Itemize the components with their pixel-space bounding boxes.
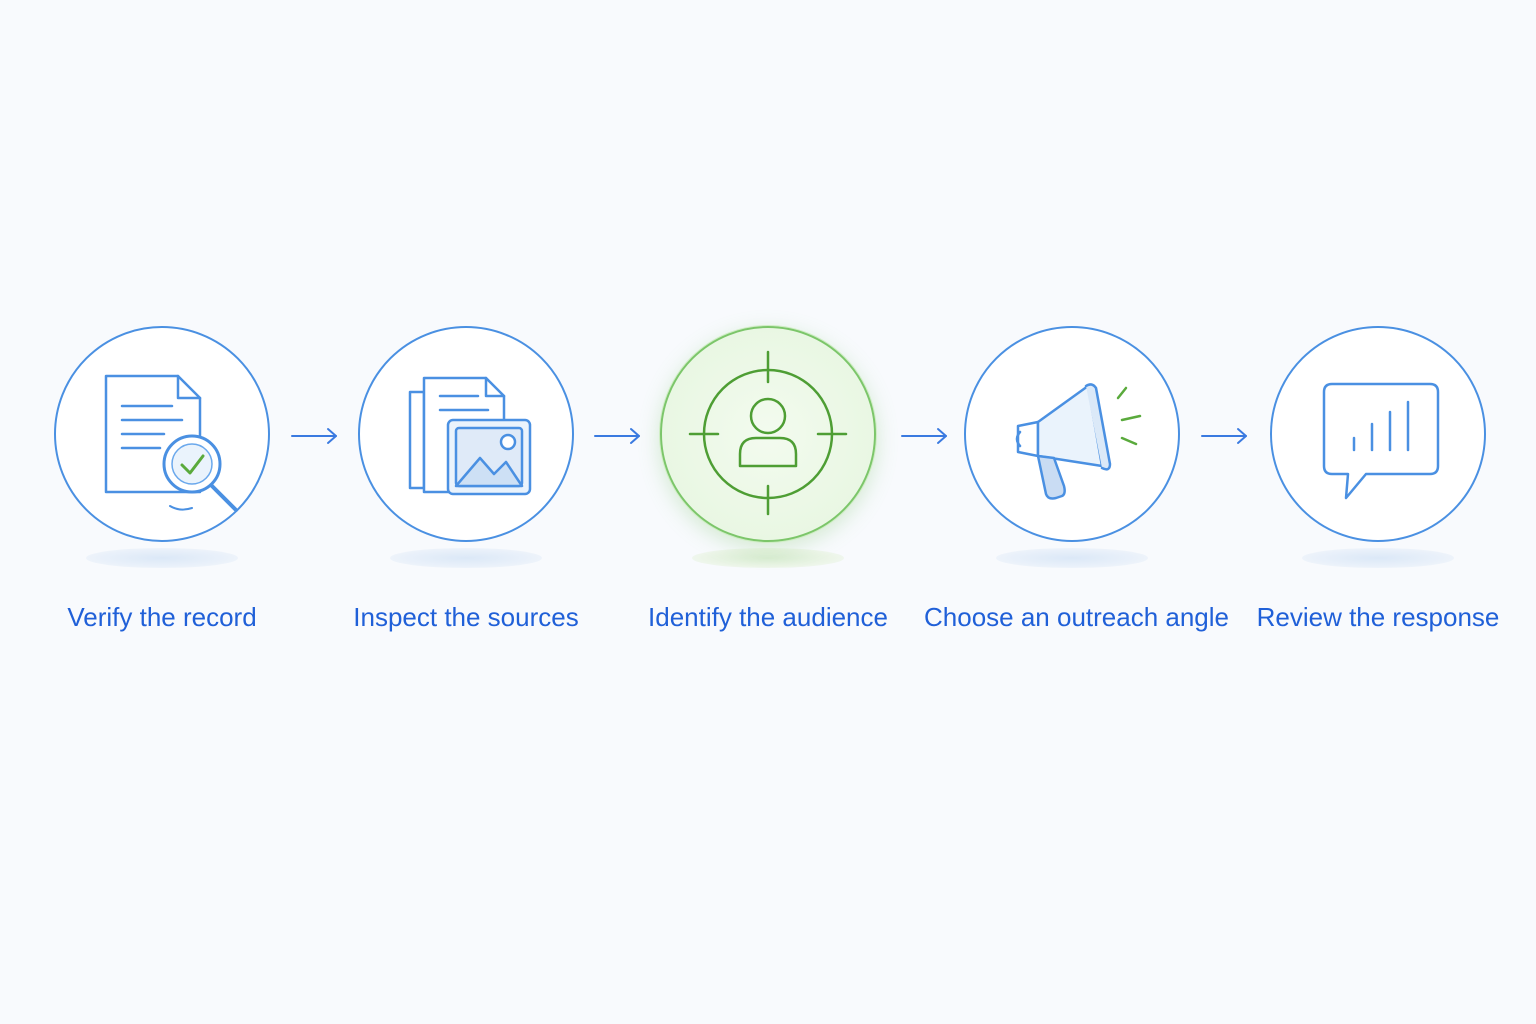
- document-search-check-icon: [104, 374, 238, 512]
- step-shadow: [692, 548, 844, 568]
- step-verify-record: Verify the record: [54, 326, 274, 656]
- target-person-icon: [688, 350, 848, 516]
- chat-bar-chart-icon: [1322, 382, 1440, 500]
- step-label: Identify the audience: [648, 602, 888, 632]
- step-label: Verify the record: [67, 602, 257, 632]
- megaphone-icon: [1015, 383, 1142, 500]
- arrow-right-icon: [594, 428, 640, 444]
- arrow-right-icon: [1201, 428, 1247, 444]
- arrow-right-icon: [291, 428, 337, 444]
- arrow-right-icon: [901, 428, 947, 444]
- step-shadow: [996, 548, 1148, 568]
- step-shadow: [86, 548, 238, 568]
- step-label: Choose an outreach angle: [924, 602, 1230, 632]
- step-review-response: Review the response: [1257, 326, 1499, 656]
- step-shadow: [390, 548, 542, 568]
- step-label: Inspect the sources: [353, 602, 579, 632]
- step-identify-audience: Identify the audience: [648, 326, 888, 656]
- step-inspect-sources: Inspect the sources: [353, 326, 579, 656]
- documents-image-icon: [408, 376, 532, 496]
- step-shadow: [1302, 548, 1454, 568]
- step-label: Review the response: [1256, 602, 1500, 632]
- step-outreach-angle: Choose an outreach angle: [924, 326, 1229, 656]
